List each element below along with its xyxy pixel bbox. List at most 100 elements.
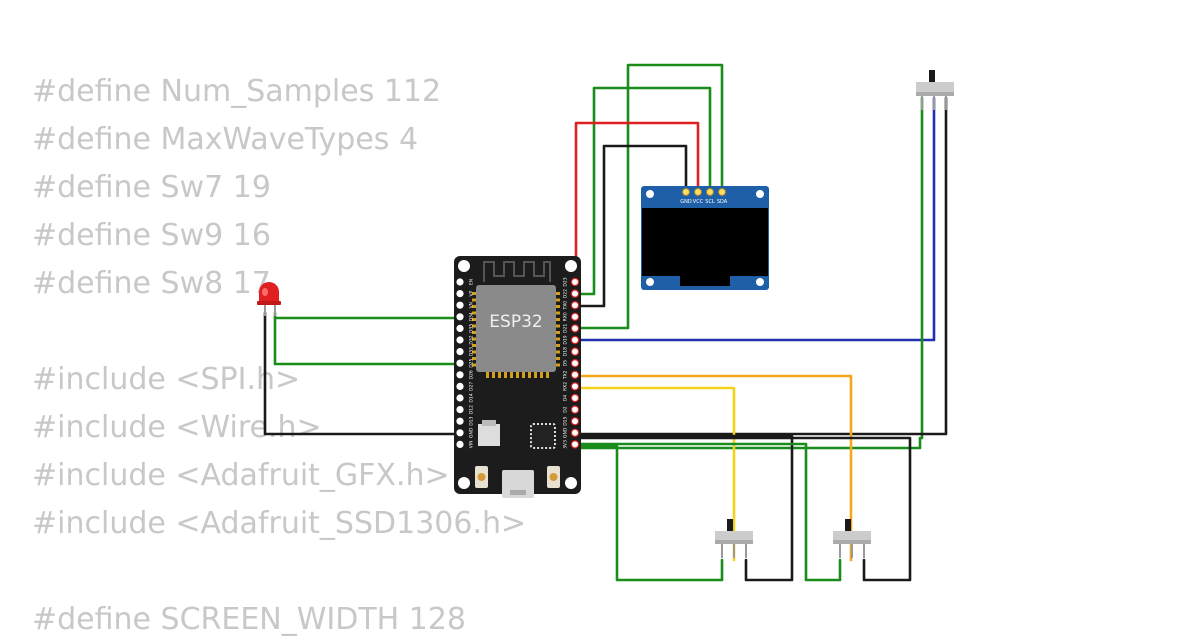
wire-green[interactable] <box>573 86 712 296</box>
esp32-pin-label: D25 <box>469 358 475 367</box>
oled-pin-label: SDA <box>717 199 728 205</box>
module-pin <box>472 305 476 308</box>
esp32-pin[interactable] <box>570 312 580 321</box>
slide-switch[interactable] <box>916 70 954 110</box>
esp32-pin-label: RX0 <box>563 312 569 321</box>
wire-blue[interactable] <box>573 96 936 342</box>
esp32-pin[interactable] <box>456 429 464 437</box>
module-pin <box>556 331 560 334</box>
esp32-pin[interactable] <box>570 359 580 368</box>
wire-green[interactable] <box>273 311 462 320</box>
esp32-pin[interactable] <box>570 417 580 426</box>
module-pin <box>556 350 560 354</box>
esp32-shield <box>476 285 556 372</box>
led-red[interactable] <box>257 282 281 316</box>
esp32-pin[interactable] <box>570 393 580 403</box>
esp32-pin-label: D27 <box>469 382 475 391</box>
wire-green[interactable] <box>573 444 724 582</box>
esp32-pin[interactable] <box>570 405 580 414</box>
esp32-pin[interactable] <box>456 382 464 390</box>
module-pin <box>556 311 560 315</box>
esp32-pin[interactable] <box>456 301 464 309</box>
esp32-pin[interactable] <box>570 289 580 298</box>
esp32-pin[interactable] <box>570 382 580 391</box>
esp32-pin[interactable] <box>456 290 464 298</box>
usb-port-opening <box>510 490 526 495</box>
esp32-pin-label: D13 <box>469 416 475 425</box>
module-pin <box>556 324 560 328</box>
switch-body <box>715 531 753 542</box>
switch-knob[interactable] <box>929 70 935 82</box>
wire-orange[interactable] <box>573 374 853 562</box>
module-pin <box>556 337 560 341</box>
esp32-pin[interactable] <box>456 324 464 332</box>
esp32-pin[interactable] <box>570 347 580 356</box>
oled-pin[interactable] <box>694 188 702 196</box>
mounting-hole <box>646 190 654 198</box>
code-line: #define Sw9 16 <box>32 218 271 253</box>
esp32-pin-label: D34 <box>469 312 475 321</box>
oled-pin[interactable] <box>682 188 690 196</box>
esp32-pin[interactable] <box>456 313 464 321</box>
esp32-pin[interactable] <box>456 278 464 286</box>
antenna-icon <box>483 261 551 282</box>
esp32-pin-label: D21 <box>563 324 569 333</box>
mounting-hole <box>756 278 764 286</box>
module-pin <box>534 372 537 378</box>
esp32-pin[interactable] <box>456 440 464 448</box>
module-pin <box>472 298 476 302</box>
module-pin <box>540 372 543 378</box>
module-pin <box>472 324 476 328</box>
esp32-pin[interactable] <box>570 428 580 437</box>
module-pin <box>516 372 519 378</box>
wire-black[interactable] <box>573 434 794 582</box>
esp32-pin[interactable] <box>456 371 464 379</box>
module-pin <box>556 318 560 321</box>
wire-green[interactable] <box>573 63 724 330</box>
wire-green[interactable] <box>273 316 462 366</box>
esp32-pin[interactable] <box>456 336 464 344</box>
wire-yellow[interactable] <box>573 386 736 562</box>
esp32-pin-label: VN <box>469 302 475 308</box>
esp32-pin[interactable] <box>570 440 580 449</box>
wire-black[interactable] <box>263 311 462 436</box>
module-pins <box>472 292 560 378</box>
esp32-pin[interactable] <box>570 301 580 310</box>
esp32-pin-label: D35 <box>469 324 475 333</box>
esp32-pin-label: D26 <box>469 370 475 379</box>
wire-black[interactable] <box>573 144 688 308</box>
wire-black[interactable] <box>573 436 912 582</box>
esp32-pin[interactable] <box>570 324 580 333</box>
esp32-board[interactable]: ESP32 ENVPVND34D35D32D33D25D26D27D14D12D… <box>454 256 581 498</box>
esp32-pin[interactable] <box>570 277 580 287</box>
oled-pin[interactable] <box>706 188 714 196</box>
esp32-pin-label: D32 <box>469 335 475 344</box>
esp32-pin[interactable] <box>456 417 464 425</box>
esp32-pin[interactable] <box>570 370 580 379</box>
code-line: #define Sw8 17 <box>32 266 271 301</box>
module-pin <box>556 344 560 347</box>
slide-switch[interactable] <box>833 519 871 558</box>
esp32-right-pin-labels: D23D22TX0RX0D21D19D18D5TX2RX2D4D2D15GND3… <box>563 277 569 449</box>
esp32-pin-label: GND <box>469 427 475 438</box>
esp32-pin[interactable] <box>456 359 464 367</box>
slide-switch[interactable] <box>715 519 753 558</box>
esp32-pin[interactable] <box>456 394 464 402</box>
esp32-pin[interactable] <box>570 335 580 345</box>
oled-screen <box>642 208 768 276</box>
esp32-pin-label: EN <box>469 279 475 285</box>
esp32-pin[interactable] <box>456 348 464 356</box>
oled-pin[interactable] <box>718 188 726 196</box>
wire-black[interactable] <box>573 96 948 436</box>
switch-knob[interactable] <box>727 519 733 531</box>
module-pin <box>472 337 476 341</box>
esp32-pin[interactable] <box>456 406 464 414</box>
module-pin <box>556 363 560 367</box>
switch-base <box>916 92 954 96</box>
wire-green[interactable] <box>573 442 842 582</box>
circuit-diagram: ESP32 ENVPVND34D35D32D33D25D26D27D14D12D… <box>257 63 954 582</box>
switch-knob[interactable] <box>845 519 851 531</box>
voltage-regulator <box>478 424 500 446</box>
module-pin <box>472 318 476 321</box>
